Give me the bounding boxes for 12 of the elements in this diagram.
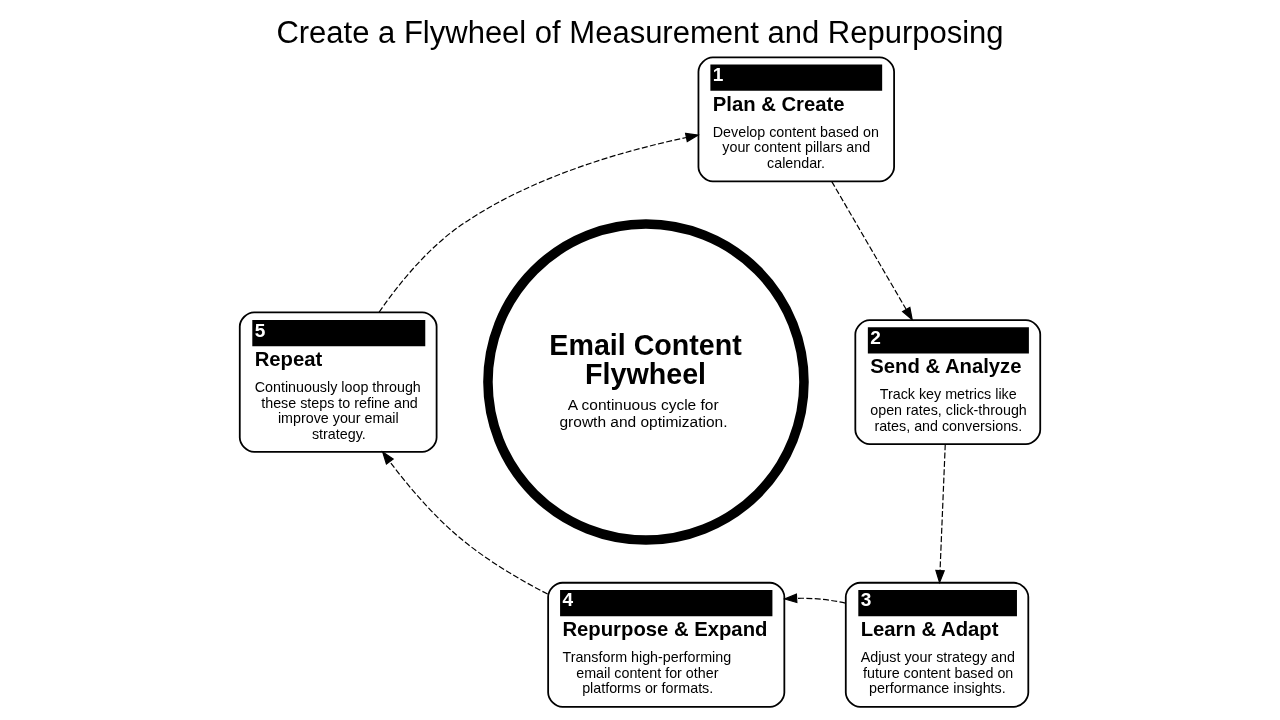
arrow [378,132,700,313]
diagram-title: Create a Flywheel of Measurement and Repurposing [276,14,1004,50]
arrow [381,450,549,595]
node-box: 5 Repeat Continuously loop through these steps to refine and improve your email strategy. [238,311,438,453]
node-box: 1 Plan & Create Develop content based on your content pillars and calendar. [697,56,895,183]
node-circle: Email Content Flywheel A continuous cycle for growth and optimization. [483,219,809,545]
arrow [831,181,914,322]
node-box: 3 Learn & Adapt Adjust your strategy and future content based on performance insights. [844,581,1030,708]
arrow [782,593,846,604]
node-box: 2 Send & Analyze Track key metrics like open rates, click-through rates, and conversions. [854,319,1042,445]
arrow [935,443,946,585]
node-box: 4 Repurpose & Expand Transform high-performing email content for other platforms or formats. [547,581,786,708]
